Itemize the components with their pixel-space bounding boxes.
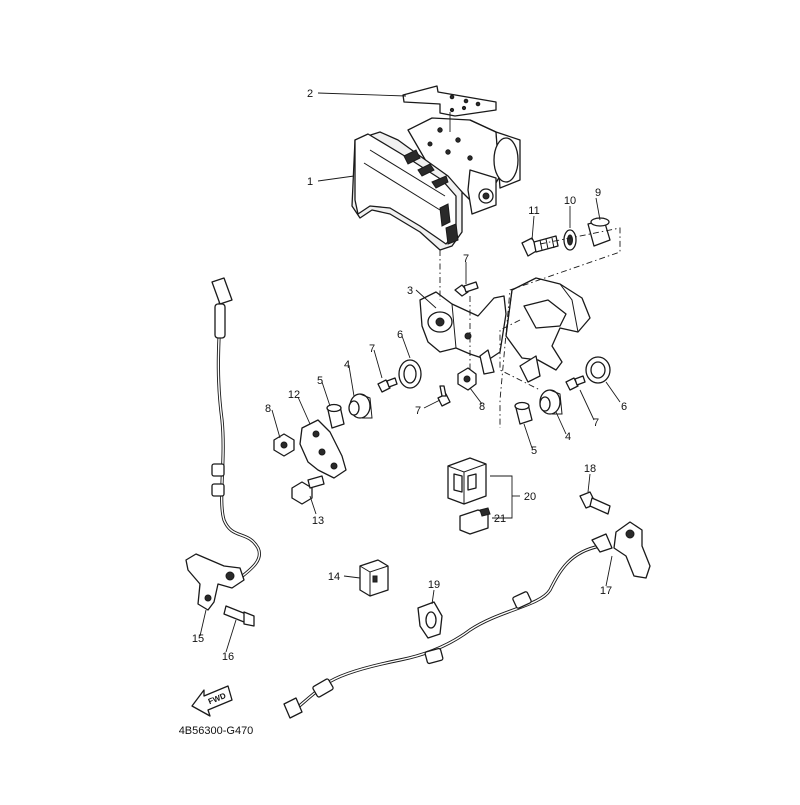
part-11-bolt xyxy=(521,235,559,257)
part-8-nut-center xyxy=(457,367,477,391)
assembly-lines xyxy=(439,227,621,428)
label-part-5-left: 5 xyxy=(317,375,323,387)
right-bracket-assembly xyxy=(505,277,591,383)
label-part-4-left: 4 xyxy=(344,359,350,371)
label-part-7-upper: 7 xyxy=(463,253,469,265)
part-5-collar-right xyxy=(514,401,533,425)
fwd-arrow: FWD xyxy=(191,685,233,717)
label-part-8-center: 8 xyxy=(479,401,485,413)
label-part-6-right: 6 xyxy=(621,401,627,413)
rear-sensor-lead xyxy=(283,544,602,719)
label-part-7-right: 7 xyxy=(593,417,599,429)
label-part-20: 20 xyxy=(524,491,536,503)
part-5-collar-left xyxy=(326,403,345,429)
part-2-bracket-plate xyxy=(402,85,497,117)
part-17-rear-sensor xyxy=(591,521,651,579)
part-10-washer xyxy=(563,229,577,251)
leader-lines xyxy=(199,92,621,653)
label-part-3: 3 xyxy=(407,285,413,297)
part-20-relay xyxy=(447,457,487,505)
label-part-10: 10 xyxy=(564,195,576,207)
label-part-14: 14 xyxy=(328,571,340,583)
label-part-11: 11 xyxy=(528,205,539,217)
part-21-relay-cover xyxy=(459,507,491,535)
front-sensor-lead xyxy=(211,277,261,580)
part-13-bolt xyxy=(291,475,325,505)
label-part-18: 18 xyxy=(584,463,596,475)
label-part-15: 15 xyxy=(192,633,204,645)
part-15-front-sensor xyxy=(185,553,245,611)
part-18-bolt xyxy=(579,491,611,515)
label-part-19: 19 xyxy=(428,579,440,591)
part-7-bolt-mid xyxy=(377,377,398,393)
label-part-5-right: 5 xyxy=(531,445,537,457)
label-part-16: 16 xyxy=(222,651,234,663)
part-6-grommet-right xyxy=(585,356,611,384)
part-7-bolt-lower xyxy=(437,385,451,407)
part-19-clamp xyxy=(417,601,443,639)
part-3-main-bracket xyxy=(419,291,507,375)
label-part-13: 13 xyxy=(312,515,324,527)
label-part-8-left: 8 xyxy=(265,403,271,415)
part-7-bolt-upper xyxy=(454,281,479,297)
label-part-4-right: 4 xyxy=(565,431,571,443)
part-4-damper-right xyxy=(539,389,563,415)
label-part-17: 17 xyxy=(600,585,612,597)
label-part-2: 2 xyxy=(307,88,313,100)
label-part-6-center: 6 xyxy=(397,329,403,341)
label-part-1: 1 xyxy=(307,176,313,188)
part-1-abs-unit xyxy=(351,117,521,251)
part-6-grommet-center xyxy=(398,359,422,389)
part-labels: 2 1 3 7 6 7 4 5 12 8 13 7 8 9 10 11 6 7 … xyxy=(192,88,627,663)
label-part-12: 12 xyxy=(288,389,300,401)
part-16-bolt xyxy=(223,605,255,627)
part-8-nut-left xyxy=(273,433,295,457)
part-7-bolt-right xyxy=(565,375,586,391)
drawing-code: 4B56300-G470 xyxy=(179,725,254,737)
part-12-plate xyxy=(299,419,347,479)
label-part-7-mid: 7 xyxy=(369,343,375,355)
part-4-damper-left xyxy=(348,393,373,419)
label-part-9: 9 xyxy=(595,187,601,199)
label-part-7-lower: 7 xyxy=(415,405,421,417)
part-9-collar xyxy=(587,217,611,247)
label-part-21: 21 xyxy=(494,513,506,525)
part-14-coupler xyxy=(359,559,389,597)
